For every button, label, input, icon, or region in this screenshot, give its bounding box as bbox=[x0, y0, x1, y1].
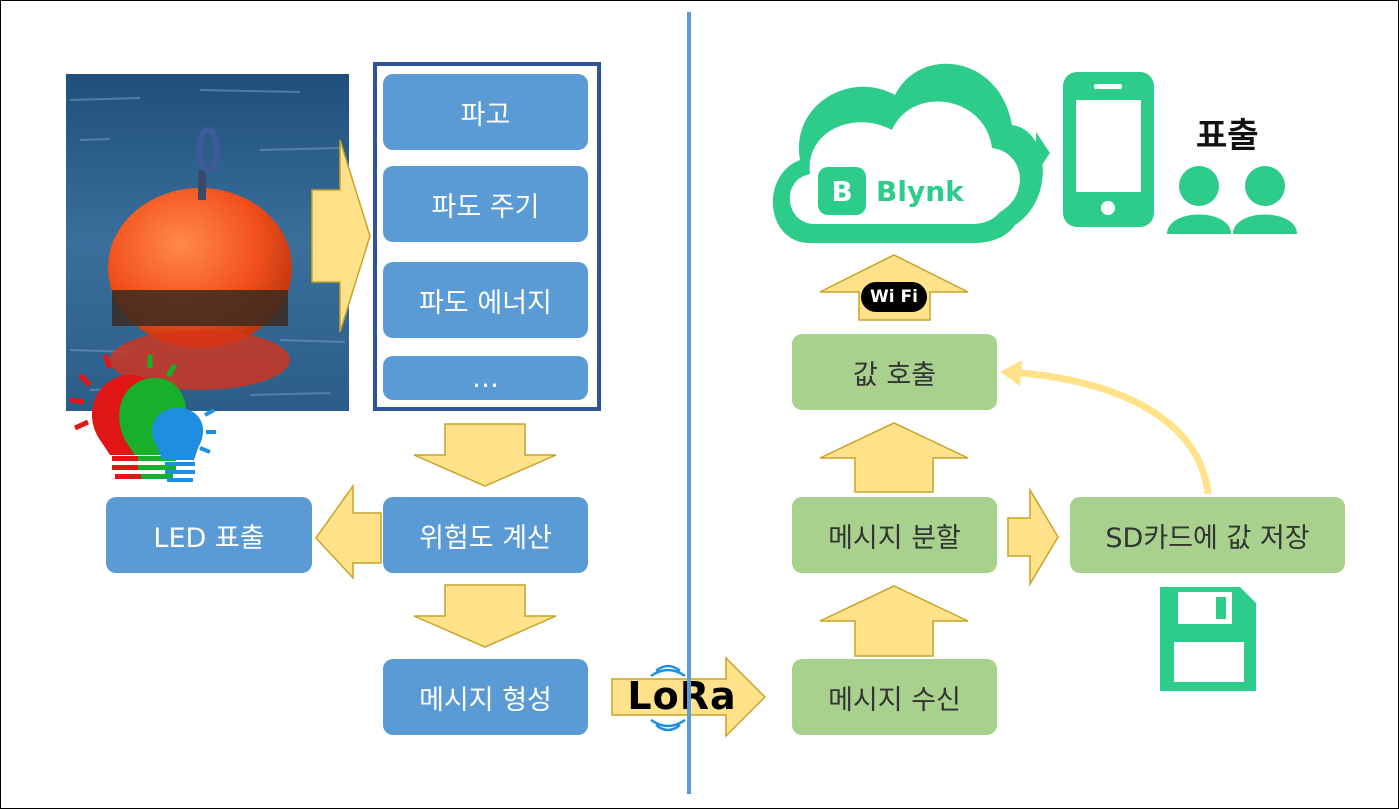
lora-label: LoRa bbox=[627, 674, 737, 718]
users-icon bbox=[1167, 166, 1297, 234]
arrow-down-2 bbox=[413, 584, 557, 648]
panel-item-wave-energy: 파도 에너지 bbox=[383, 262, 588, 338]
display-label: 표출 bbox=[1196, 116, 1259, 156]
floppy-disk-icon bbox=[1160, 587, 1256, 691]
value-call-box: 값 호출 bbox=[792, 334, 997, 410]
arrow-right-photo bbox=[311, 139, 371, 333]
smartphone-icon bbox=[1063, 72, 1154, 227]
wifi-badge: Wi Fi bbox=[861, 282, 927, 312]
panel-item-more: … bbox=[383, 356, 588, 400]
sd-save-box: SD카드에 값 저장 bbox=[1070, 497, 1345, 573]
led-output-box: LED 표출 bbox=[106, 497, 312, 573]
arrow-up-2 bbox=[819, 422, 969, 493]
panel-item-wave-period: 파도 주기 bbox=[383, 166, 588, 242]
message-build-box: 메시지 형성 bbox=[383, 659, 588, 735]
arrow-down-1 bbox=[413, 423, 557, 487]
blynk-badge-icon bbox=[818, 167, 866, 215]
panel-item-wave-height: 파고 bbox=[383, 74, 588, 150]
arrow-left-led bbox=[315, 483, 382, 580]
arrow-right-sd bbox=[1007, 487, 1059, 587]
blynk-label: Blynk bbox=[876, 174, 964, 208]
wifi-label: Wi Fi bbox=[870, 287, 918, 307]
arrow-up-1 bbox=[819, 585, 969, 657]
wave-data-panel bbox=[373, 62, 601, 411]
rgb-bulbs-icon bbox=[69, 354, 216, 482]
blynk-badge-letter: B bbox=[831, 174, 853, 208]
risk-calc-box: 위험도 계산 bbox=[383, 497, 588, 573]
message-split-box: 메시지 분할 bbox=[792, 497, 997, 573]
message-receive-box: 메시지 수신 bbox=[792, 659, 997, 735]
arrow-curve-recall bbox=[1009, 368, 1212, 495]
section-divider bbox=[687, 12, 691, 794]
